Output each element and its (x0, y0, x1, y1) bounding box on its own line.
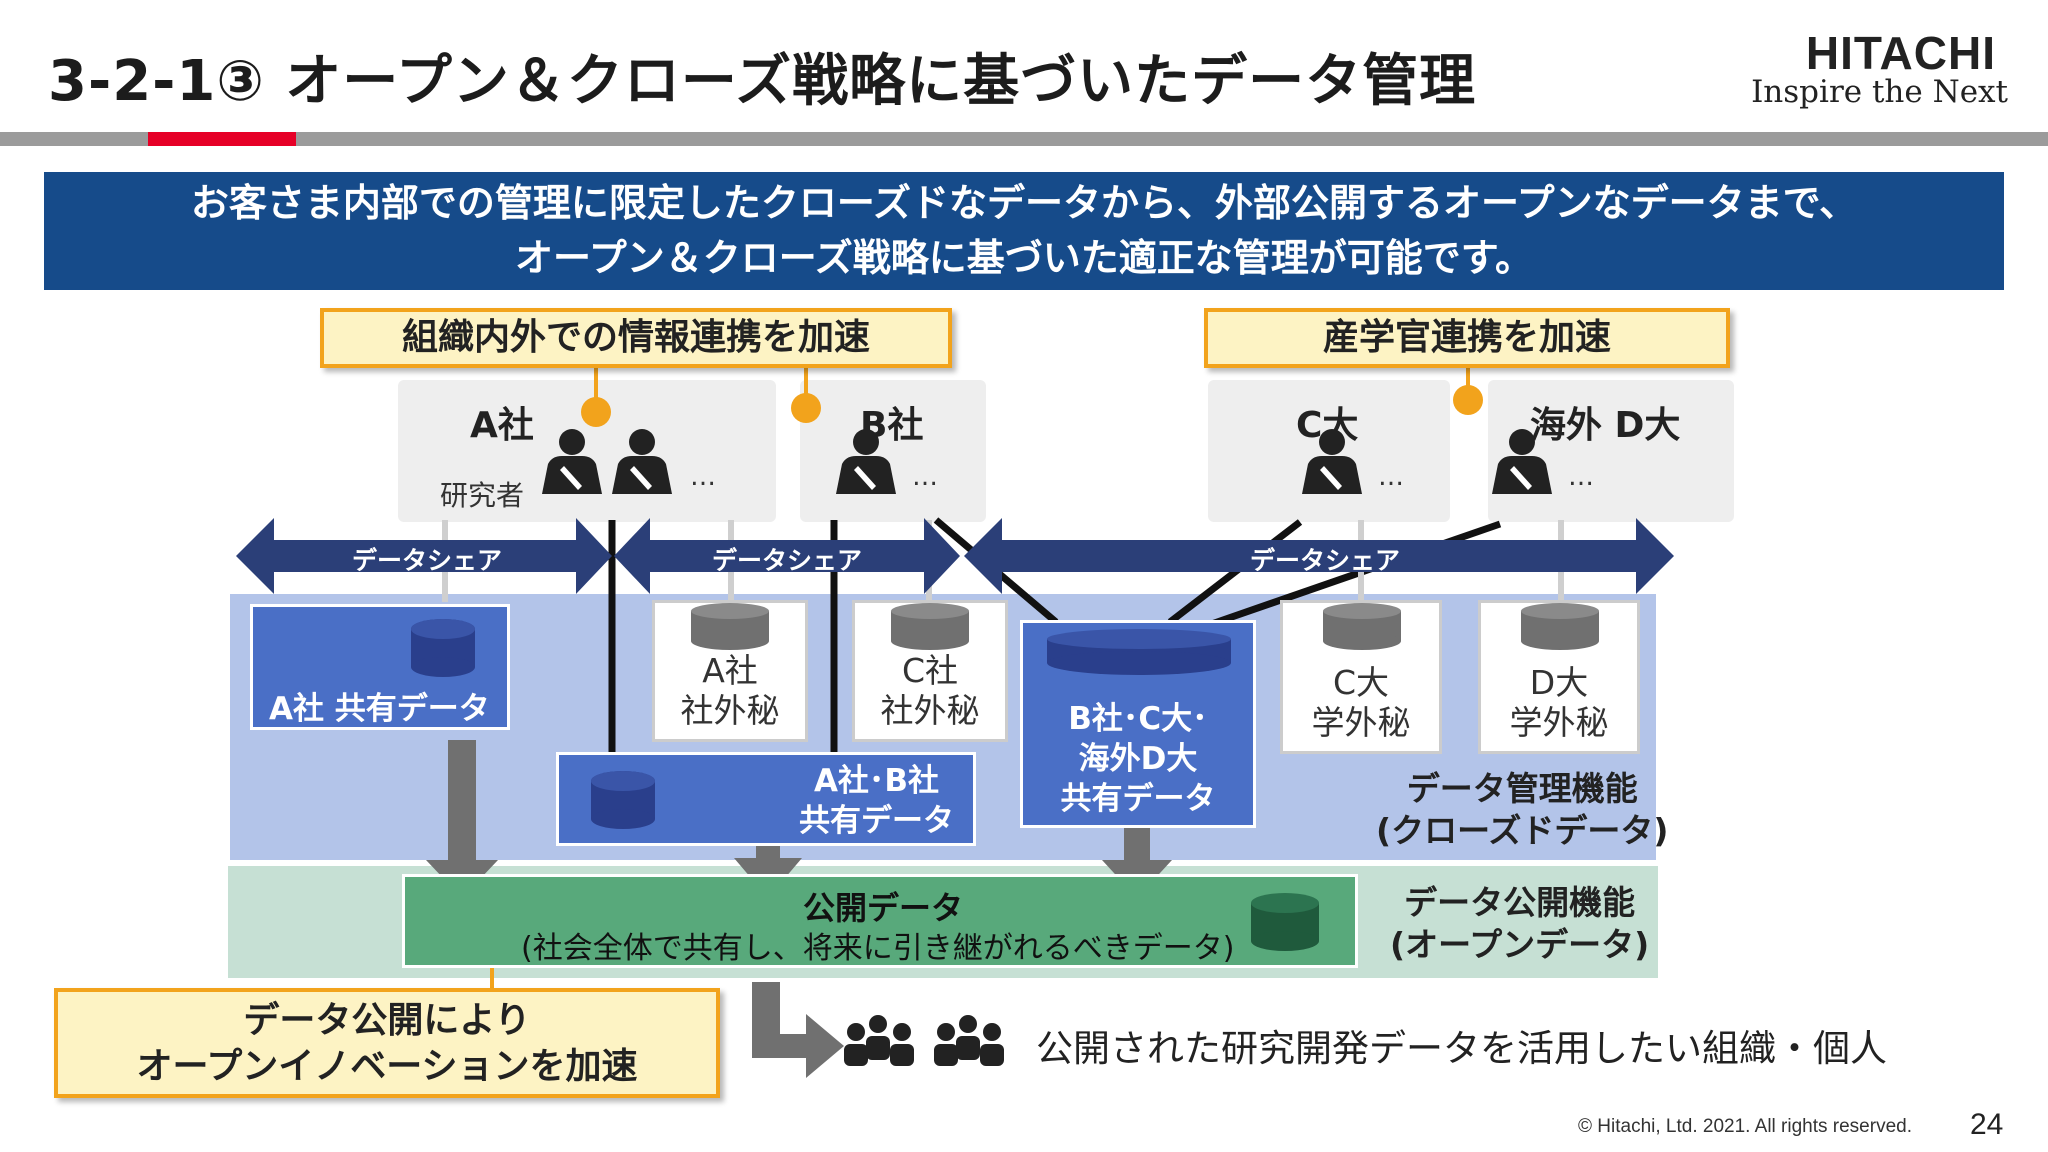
page-title: 3-2-1③ オープン＆クローズ戦略に基づいたデータ管理 (48, 49, 1477, 114)
org-c-more: … (1378, 462, 1404, 492)
data-share-label-2: データシェア (712, 546, 863, 575)
data-share-label-1: データシェア (352, 546, 503, 575)
flow-arrow-bcd (1102, 826, 1172, 898)
callout-open-line-2: オープンイノベーションを加速 (136, 1046, 638, 1087)
db-cylinder-icon (411, 619, 475, 677)
closed-function-line-1: データ管理機能 (1406, 769, 1638, 808)
open-function-line-2: (オープンデータ) (1390, 925, 1650, 964)
db-cylinder-icon (1521, 603, 1599, 650)
org-b-more: … (912, 462, 938, 492)
header-rule (0, 132, 2048, 146)
researcher-icon-2 (612, 429, 672, 494)
callout-open-innovation: データ公開により オープンイノベーションを加速 (54, 988, 720, 1098)
d-univ-line-2: 学外秘 (1509, 703, 1609, 742)
a-shared-data-box: A社 共有データ (250, 604, 510, 730)
callout-dot-univ (1453, 385, 1483, 415)
banner-line-1: お客さま内部での管理に限定したクローズドなデータから、外部公開するオープンなデー… (190, 181, 1858, 225)
c-univ-secret-box: C大 学外秘 (1280, 600, 1442, 754)
c-secret-line-1: C社 (901, 651, 959, 690)
c-univ-line-1: C大 (1332, 663, 1390, 702)
open-function-label: データ公開機能 (オープンデータ) (1390, 882, 1649, 966)
flow-arrow-users (752, 982, 844, 1078)
bcd-line-2: 海外D大 (1078, 741, 1198, 777)
flow-arrow-ab (734, 846, 802, 898)
db-cylinder-icon (591, 771, 655, 829)
db-cylinder-icon (691, 603, 769, 650)
share-arrow-middle (614, 518, 960, 594)
callout-dot-org-b (791, 393, 821, 423)
hitachi-logo: HITACHI (1805, 27, 1996, 79)
share-arrow-left (236, 518, 612, 594)
researcher-label: 研究者 (440, 479, 525, 512)
data-share-label-3: データシェア (1250, 546, 1401, 575)
callout-dot-org-a (581, 397, 611, 427)
c-secret-line-2: 社外秘 (880, 691, 980, 730)
header-rule-accent (148, 132, 296, 146)
researcher-icons (542, 429, 1552, 494)
a-shared-data-label: A社 共有データ (269, 691, 490, 727)
bcd-line-3: 共有データ (1060, 781, 1216, 817)
researcher-icon-3 (836, 429, 896, 494)
ab-shared-label: A社･B社 共有データ (799, 761, 954, 841)
researcher-icon-4 (1302, 429, 1362, 494)
bcd-shared-label: B社･C大･ 海外D大 共有データ (1023, 699, 1253, 819)
open-data-subtitle: (社会全体で共有し、将来に引き継がれるべきデータ) (521, 931, 1235, 966)
user-group-icons (844, 1015, 1004, 1066)
d-univ-secret-box: D大 学外秘 (1478, 600, 1640, 754)
c-secret-box: C社 社外秘 (852, 600, 1008, 742)
a-secret-line-2: 社外秘 (680, 691, 780, 730)
org-d-more: … (1568, 462, 1594, 492)
closed-function-label: データ管理機能 (クローズドデータ) (1376, 768, 1669, 852)
c-univ-line-2: 学外秘 (1311, 703, 1411, 742)
callout-inter-org: 組織内外での情報連携を加速 (320, 308, 952, 368)
org-a-more: … (690, 462, 716, 492)
db-cylinder-icon (1251, 893, 1319, 951)
org-d-name: 海外 D大 (1530, 405, 1681, 446)
banner-line-2: オープン＆クローズ戦略に基づいた適正な管理が可能です。 (514, 236, 1534, 280)
db-cylinder-icon (1323, 603, 1401, 650)
users-text: 公開された研究開発データを活用したい組織・個人 (1036, 1027, 1887, 1070)
callout-industry-academia: 産学官連携を加速 (1204, 308, 1730, 368)
org-b-box (800, 380, 986, 522)
hitachi-tagline: Inspire the Next (1751, 74, 2008, 110)
closed-function-line-2: (クローズドデータ) (1376, 811, 1669, 850)
ab-shared-line-2: 共有データ (799, 803, 954, 839)
open-data-box: 公開データ (社会全体で共有し、将来に引き継がれるべきデータ) (402, 874, 1358, 968)
copyright: © Hitachi, Ltd. 2021. All rights reserve… (1578, 1116, 1912, 1137)
callout-open-line-1: データ公開により (243, 1000, 531, 1041)
bcd-shared-data-box: B社･C大･ 海外D大 共有データ (1020, 620, 1256, 828)
org-a-name: A社 (470, 405, 534, 446)
a-secret-box: A社 社外秘 (652, 600, 808, 742)
summary-banner: お客さま内部での管理に限定したクローズドなデータから、外部公開するオープンなデー… (44, 172, 2004, 290)
db-cylinder-icon (1047, 629, 1231, 675)
researcher-icon-1 (542, 429, 602, 494)
flow-arrow-a-shared (426, 740, 498, 898)
share-arrow-right (964, 518, 1674, 594)
bcd-line-1: B社･C大･ (1068, 701, 1208, 737)
db-cylinder-icon (891, 603, 969, 650)
open-data-title: 公開データ (803, 889, 964, 927)
ab-shared-line-1: A社･B社 (813, 763, 940, 799)
ab-shared-data-box: A社･B社 共有データ (556, 752, 976, 846)
page-number: 24 (1970, 1108, 2004, 1141)
d-univ-line-1: D大 (1529, 663, 1589, 702)
open-function-line-1: データ公開機能 (1404, 883, 1636, 922)
researcher-icon-5 (1492, 429, 1552, 494)
a-secret-line-1: A社 (702, 651, 758, 690)
